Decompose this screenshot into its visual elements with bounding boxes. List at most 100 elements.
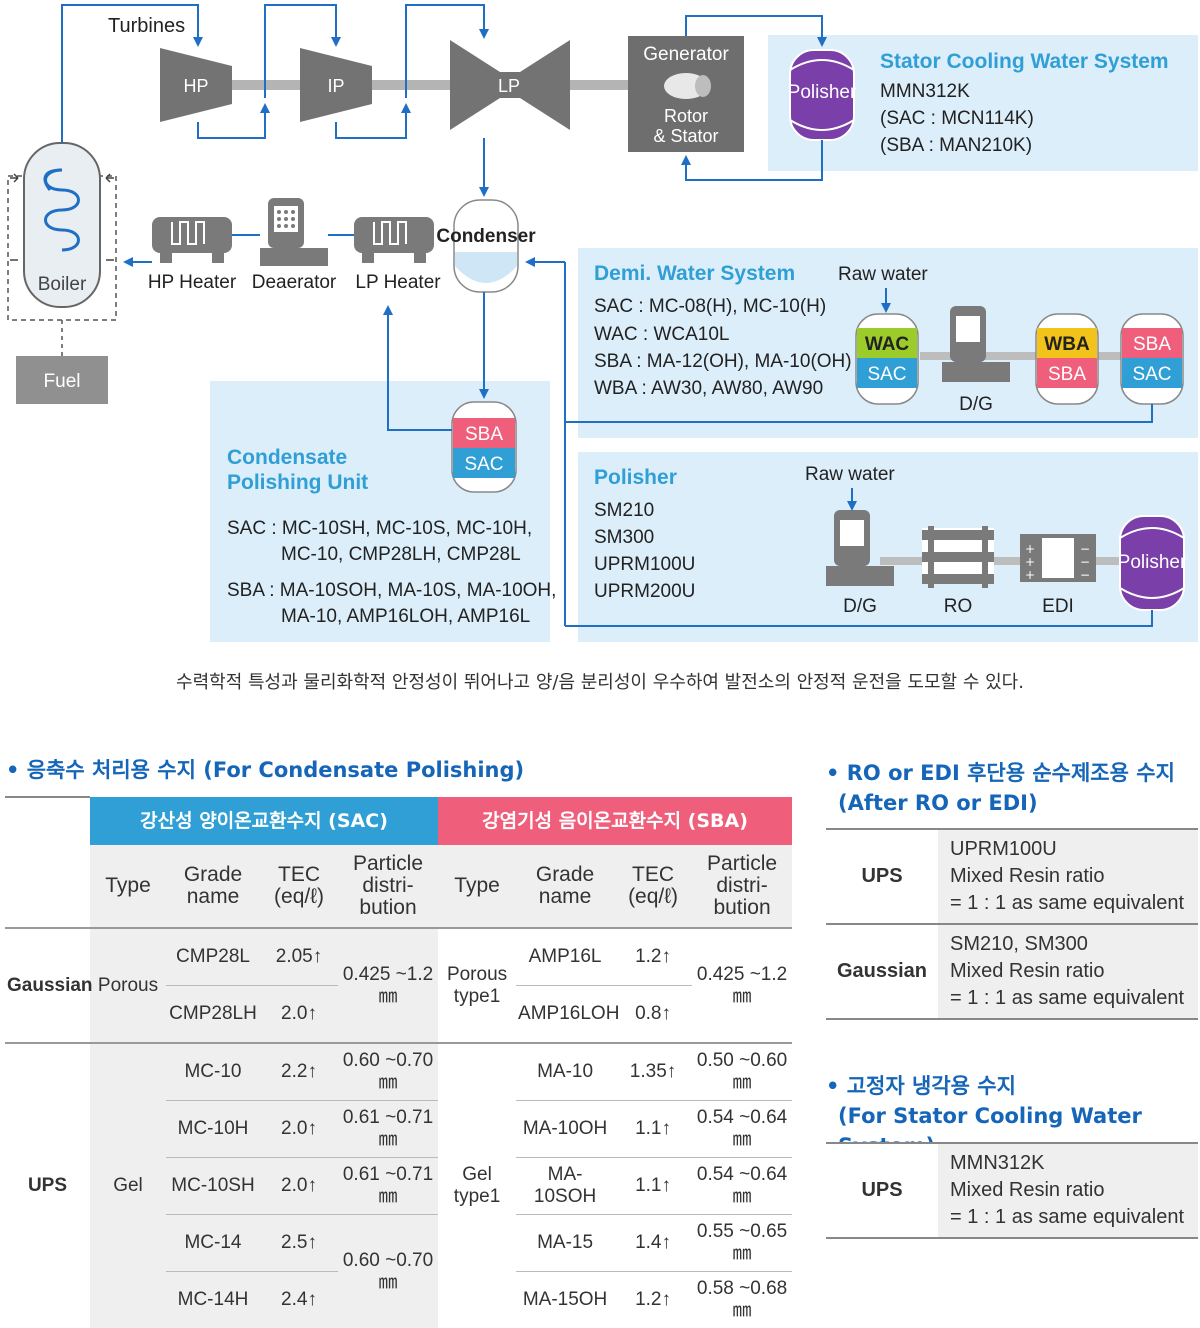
polisher-line-2: SM300 — [594, 527, 654, 548]
sba-particle: 0.55 ~0.65㎜ — [692, 1215, 792, 1272]
sac-grade: CMP28LH — [166, 986, 260, 1044]
stator-section-title-1: • 고정자 냉각용 수지 — [826, 1071, 1016, 1101]
sba-grade: MA-10 — [516, 1043, 614, 1101]
porous-label: Porous — [90, 928, 166, 1043]
svg-text:−: − — [1080, 555, 1090, 569]
cpu-title-1: Condensate — [227, 446, 347, 469]
demi-line-2: WAC : WCA10L — [594, 324, 730, 345]
gaussian-label: Gaussian — [5, 928, 90, 1043]
stator-title: Stator Cooling Water System — [880, 50, 1169, 73]
sba-tec: 0.8↑ — [614, 986, 692, 1044]
svg-text:−: − — [1080, 568, 1090, 582]
col-type: Type — [90, 845, 166, 928]
stator-line-1: MMN312K — [880, 81, 970, 102]
polisher-line-1: SM210 — [594, 500, 654, 521]
svg-text:+: + — [1025, 555, 1035, 569]
rotor-label-1: Rotor — [664, 106, 708, 126]
polisher-line-4: UPRM200U — [594, 581, 695, 602]
sac-grade: MC-14 — [166, 1215, 260, 1272]
stator-row-value: MMN312K Mixed Resin ratio = 1 : 1 as sam… — [938, 1143, 1198, 1238]
ro-row-line-2: Mixed Resin ratio — [950, 863, 1186, 890]
sac-grade: CMP28L — [166, 928, 260, 986]
demi-raw-water: Raw water — [838, 264, 928, 285]
sac-grade: MC-10SH — [166, 1158, 260, 1215]
sba-grade: MA-10OH — [516, 1101, 614, 1158]
demi-title: Demi. Water System — [594, 262, 795, 285]
demi-sac-label: SAC — [867, 364, 906, 385]
sac-tec: 2.05↑ — [260, 928, 338, 986]
table-row: Gaussian SM210, SM300 Mixed Resin ratio … — [826, 924, 1198, 1019]
col-tec-sba: TEC (eq/ℓ) — [614, 845, 692, 928]
generator-label: Generator — [643, 44, 729, 65]
caption: 수력학적 특성과 물리화학적 안정성이 뛰어나고 양/음 분리성이 우수하여 발… — [0, 668, 1200, 694]
cpu-sba-line-1: SBA : MA-10SOH, MA-10S, MA-10OH, — [227, 580, 556, 601]
sba-grade: AMP16LOH — [516, 986, 614, 1044]
hp-heater — [152, 217, 232, 263]
stator-row-line-1: MMN312K — [950, 1150, 1186, 1177]
col-grade-sba: Grade name — [516, 845, 614, 928]
edi-unit: + + + − − − — [1020, 534, 1096, 582]
table-row: UPS UPRM100U Mixed Resin ratio = 1 : 1 a… — [826, 829, 1198, 924]
sba-particle: 0.58 ~0.68㎜ — [692, 1272, 792, 1328]
svg-text:+: + — [1025, 568, 1035, 582]
col-tec: TEC (eq/ℓ) — [260, 845, 338, 928]
turbines-label: Turbines — [108, 15, 185, 37]
gel-type1-label: Gel type1 — [438, 1043, 516, 1328]
polisher-line-3: UPRM100U — [594, 554, 695, 575]
demi-wba-label: WBA — [1044, 334, 1090, 355]
cpu-sac-label: SAC — [464, 454, 503, 475]
sba-tec: 1.2↑ — [614, 1272, 692, 1328]
table-group-header: 강산성 양이온교환수지 (SAC) 강염기성 음이온교환수지 (SBA) — [5, 797, 792, 845]
stator-line-2: (SAC : MCN114K) — [880, 108, 1034, 129]
ip-label: IP — [327, 76, 344, 96]
sba-particle: 0.54 ~0.64㎜ — [692, 1101, 792, 1158]
plant-process-diagram: HP IP LP Turbines Generator Rotor & Stat… — [0, 0, 1200, 650]
demi-line-3: SBA : MA-12(OH), MA-10(OH) — [594, 351, 852, 372]
deaerator-label: Deaerator — [252, 272, 337, 293]
cpu-sac-line-2: MC-10, CMP28LH, CMP28L — [281, 544, 521, 565]
ro-row-line-3: = 1 : 1 as same equivalent — [950, 890, 1186, 917]
sba-tec: 1.2↑ — [614, 928, 692, 986]
ro-row-line-1: SM210, SM300 — [950, 931, 1186, 958]
ro-row-key: UPS — [826, 829, 938, 924]
demi-line-4: WBA : AW30, AW80, AW90 — [594, 378, 823, 399]
demi-sba-label: SBA — [1048, 364, 1086, 385]
sac-header: 강산성 양이온교환수지 (SAC) — [90, 797, 438, 845]
sac-tec: 2.0↑ — [260, 986, 338, 1044]
demi-wba-sba-vessel — [1036, 314, 1098, 404]
stator-table: UPS MMN312K Mixed Resin ratio = 1 : 1 as… — [826, 1142, 1198, 1239]
fuel-label: Fuel — [44, 371, 81, 392]
stator-line-3: (SBA : MAN210K) — [880, 135, 1032, 156]
ro-label: RO — [944, 596, 973, 617]
edi-label: EDI — [1042, 596, 1074, 617]
demi-dg-label: D/G — [959, 394, 993, 415]
demi-sba2-label: SBA — [1133, 334, 1171, 355]
demi-wac-label: WAC — [865, 334, 910, 355]
sac-particle: 0.60 ~0.70㎜ — [338, 1215, 438, 1328]
ro-edi-table: UPS UPRM100U Mixed Resin ratio = 1 : 1 a… — [826, 828, 1198, 1020]
boiler-label: Boiler — [38, 274, 87, 295]
sba-tec: 1.4↑ — [614, 1215, 692, 1272]
ro-row-line-1: UPRM100U — [950, 836, 1186, 863]
sba-particle: 0.54 ~0.64㎜ — [692, 1158, 792, 1215]
lp-heater — [354, 217, 434, 263]
col-particle-sba: Particle distri-bution — [692, 845, 792, 928]
sac-particle: 0.60 ~0.70㎜ — [338, 1043, 438, 1101]
cpu-sba-label: SBA — [465, 424, 503, 445]
sba-particle: 0.50 ~0.60㎜ — [692, 1043, 792, 1101]
sba-grade: MA-15OH — [516, 1272, 614, 1328]
ro-section-title-1: • RO or EDI 후단용 순수제조용 수지 — [826, 758, 1175, 788]
ro-row-key: Gaussian — [826, 924, 938, 1019]
cpu-title-2: Polishing Unit — [227, 471, 368, 494]
sac-tec: 2.2↑ — [260, 1043, 338, 1101]
rotor-label-2: & Stator — [653, 126, 718, 146]
table-row: UPS Gel MC-10 2.2↑ 0.60 ~0.70㎜ Gel type1… — [5, 1043, 792, 1101]
sba-grade: MA-15 — [516, 1215, 614, 1272]
table-row: UPS MMN312K Mixed Resin ratio = 1 : 1 as… — [826, 1143, 1198, 1238]
cpu-vessel — [452, 402, 516, 492]
table-row: Gaussian Porous CMP28L 2.05↑ 0.425 ~1.2㎜… — [5, 928, 792, 986]
ro-row-line-2: Mixed Resin ratio — [950, 958, 1186, 985]
demi-sac2-label: SAC — [1132, 364, 1171, 385]
polisher-title: Polisher — [594, 466, 677, 489]
